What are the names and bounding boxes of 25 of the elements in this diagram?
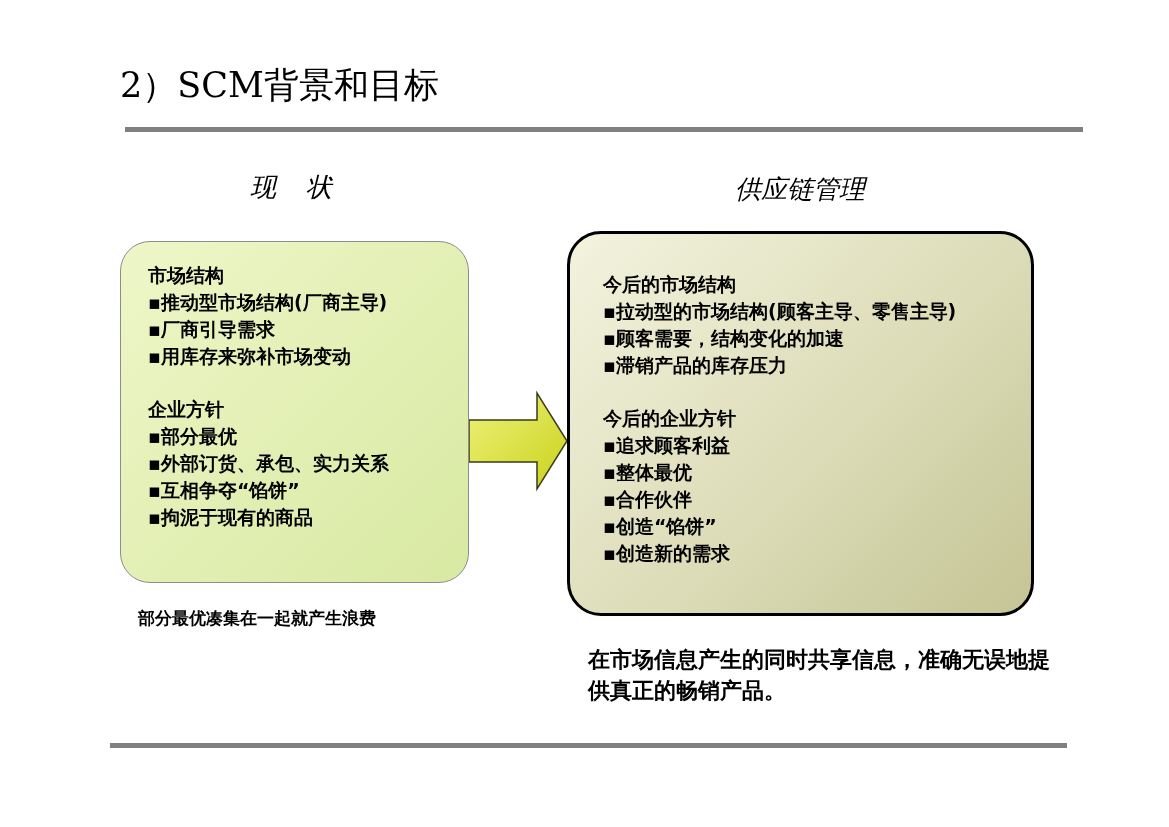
block-arrow xyxy=(468,390,568,492)
page-title: 2）SCM背景和目标 xyxy=(120,64,439,107)
list-item: ▪用库存来弥补市场变动 xyxy=(148,344,352,369)
list-item: ▪顾客需要，结构变化的加速 xyxy=(603,326,845,351)
section-heading: 企业方针 xyxy=(148,397,225,422)
list-item: ▪拉动型的市场结构(顾客主导、零售主导) xyxy=(603,299,958,324)
list-item: ▪创造“馅饼” xyxy=(603,514,718,539)
section-heading: 今后的市场结构 xyxy=(603,272,737,297)
list-item: ▪追求顾客利益 xyxy=(603,433,731,458)
panel-heading: 供应链管理 xyxy=(650,172,950,207)
list-item: ▪合作伙伴 xyxy=(603,487,693,512)
list-item: ▪整体最优 xyxy=(603,460,693,485)
list-item: ▪滞销产品的库存压力 xyxy=(603,353,788,378)
list-item: ▪创造新的需求 xyxy=(603,541,731,566)
caption-text: 在市场信息产生的同时共享信息，准确无误地提供真正的畅销产品。 xyxy=(588,646,1050,705)
list-item: ▪厂商引导需求 xyxy=(148,317,276,342)
panel-heading: 现 状 xyxy=(248,171,335,204)
caption-text: 部分最优凑集在一起就产生浪费 xyxy=(138,607,377,630)
list-item: ▪部分最优 xyxy=(148,424,238,449)
section-heading: 市场结构 xyxy=(148,263,225,288)
list-item: ▪外部订货、承包、实力关系 xyxy=(148,451,390,476)
section-heading: 今后的企业方针 xyxy=(603,406,737,431)
list-item: ▪推动型市场结构(厂商主导) xyxy=(148,290,389,315)
list-item: ▪互相争夺“馅饼” xyxy=(148,478,301,503)
list-item: ▪拘泥于现有的商品 xyxy=(148,505,314,530)
